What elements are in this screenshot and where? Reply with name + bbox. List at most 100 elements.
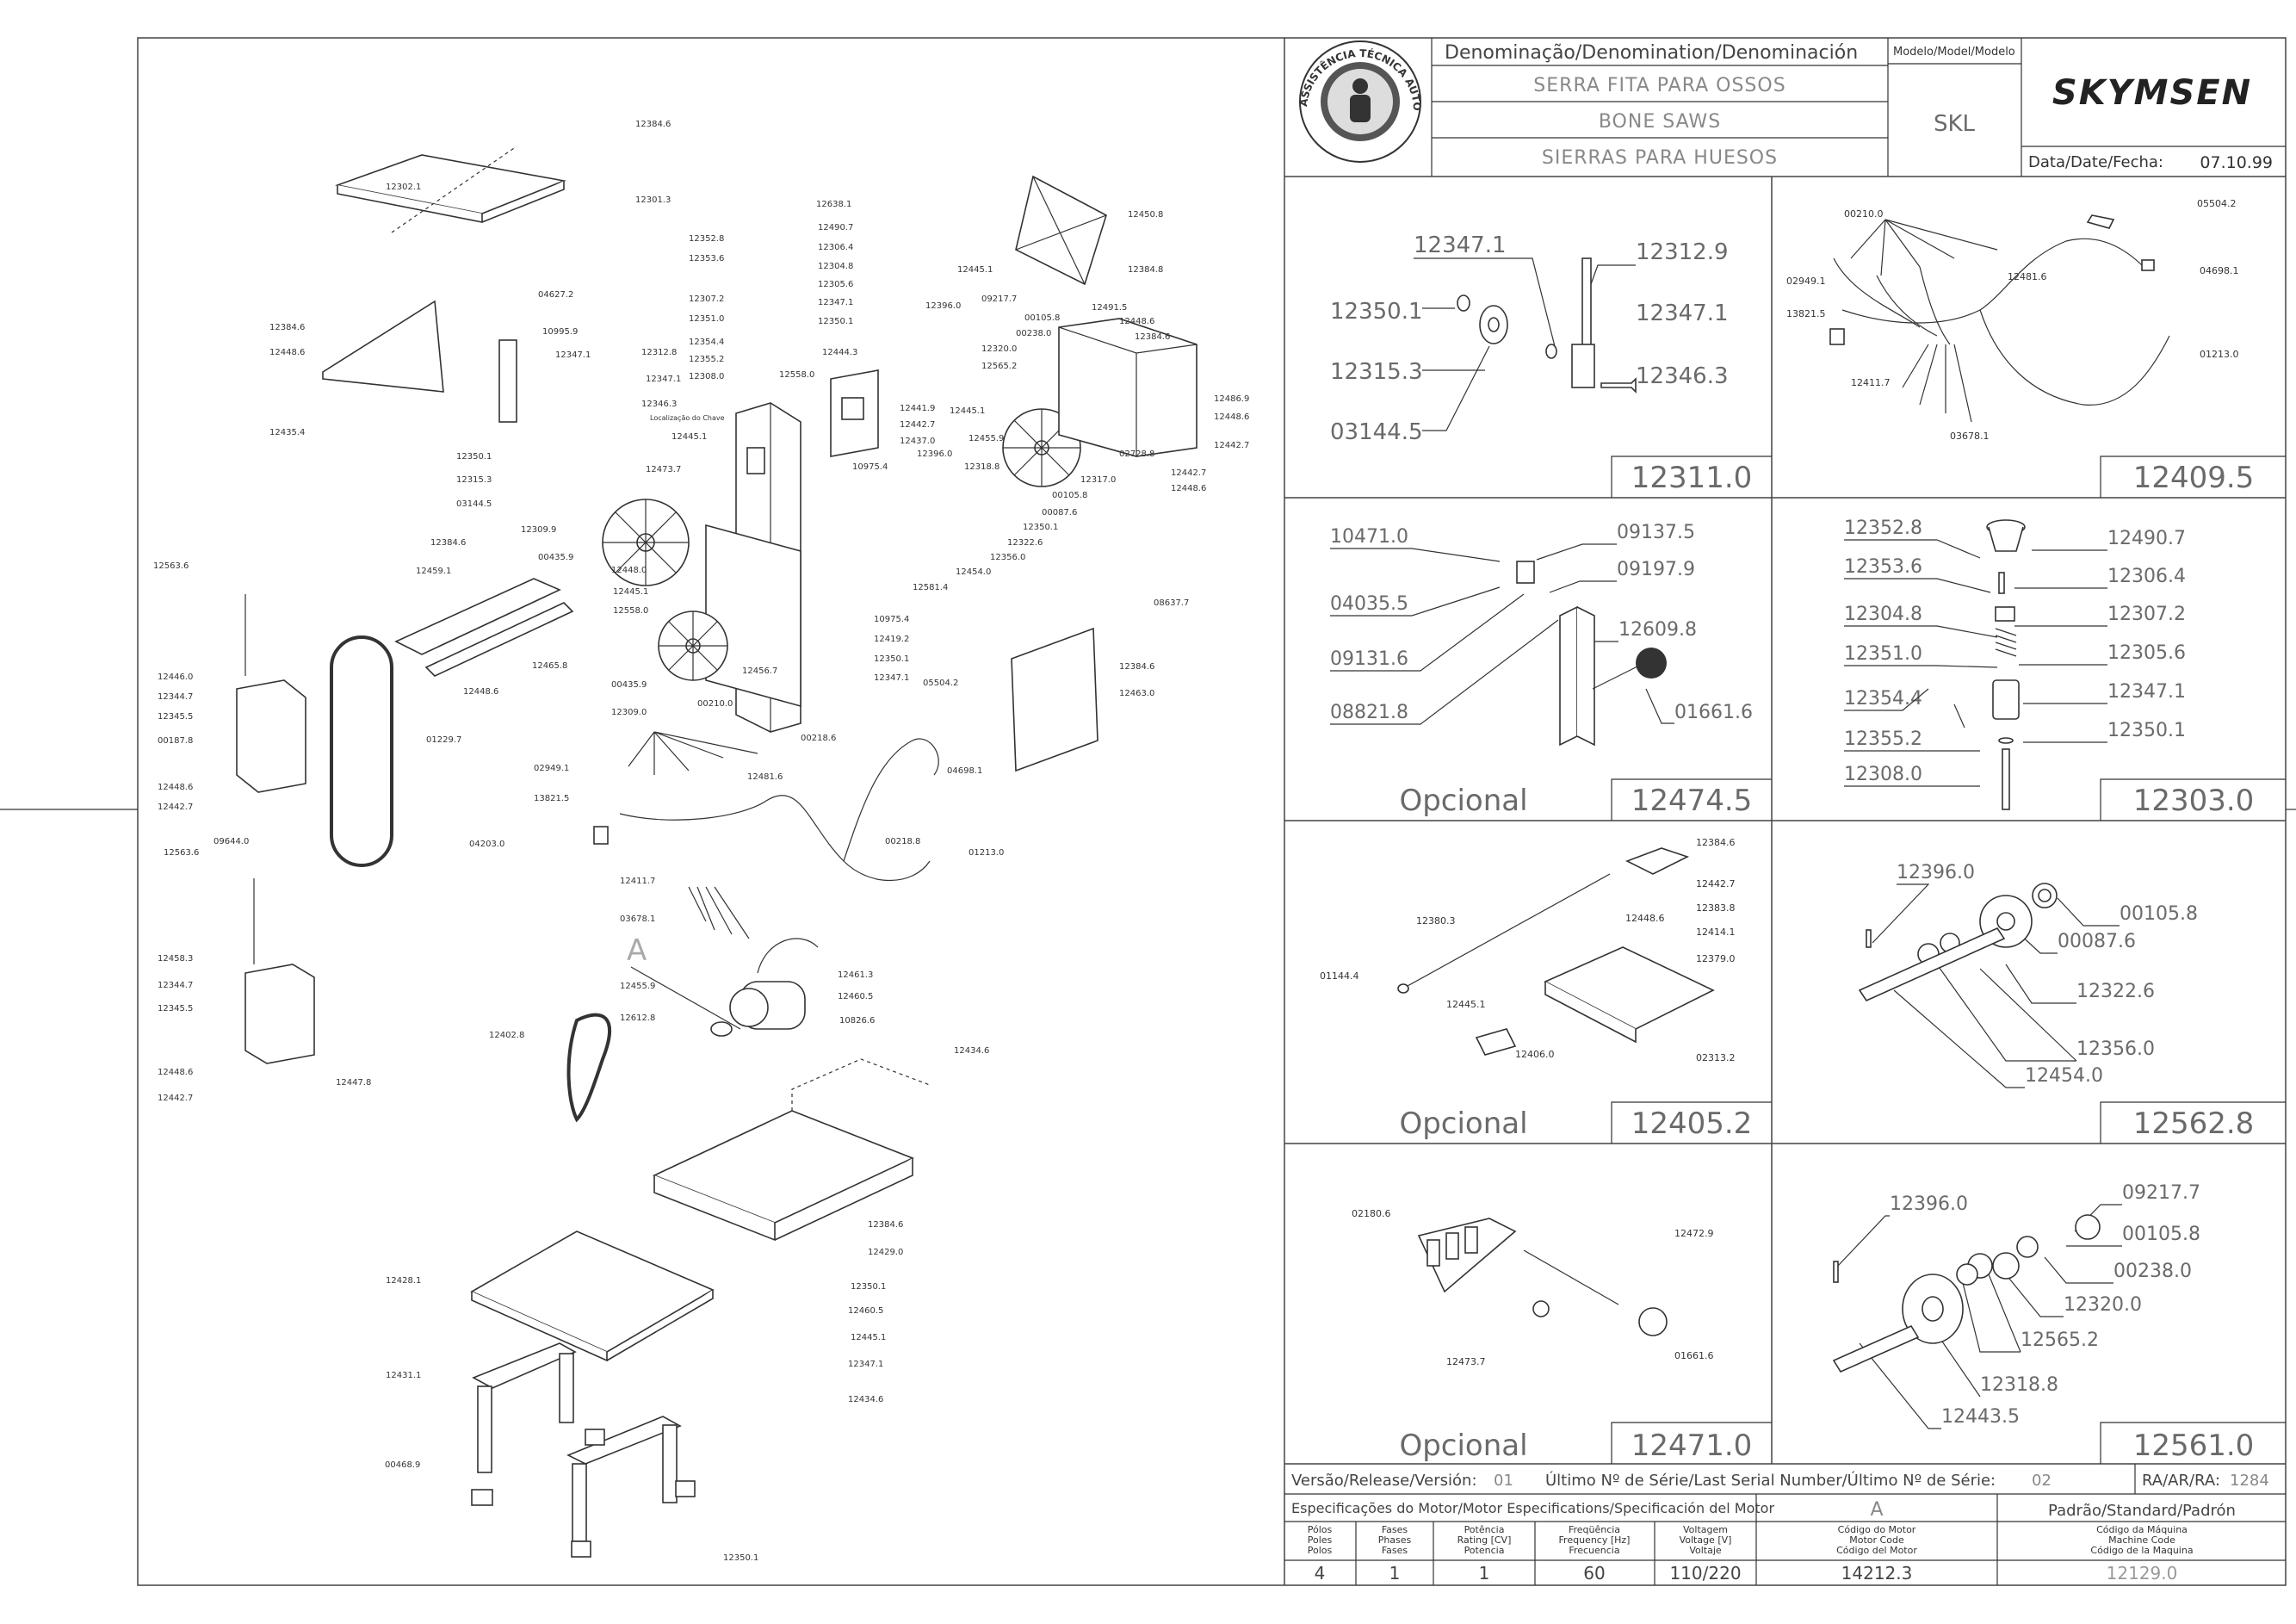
svg-text:10975.4: 10975.4 <box>874 615 909 624</box>
svg-text:00435.9: 00435.9 <box>611 680 647 690</box>
svg-text:12448.6: 12448.6 <box>1625 913 1665 924</box>
svg-text:12346.3: 12346.3 <box>1636 363 1729 389</box>
svg-text:12355.2: 12355.2 <box>689 355 724 364</box>
svg-text:12472.9: 12472.9 <box>1674 1228 1714 1239</box>
svg-text:00105.8: 00105.8 <box>2120 903 2198 925</box>
svg-text:12446.0: 12446.0 <box>158 673 193 682</box>
svg-text:12347.1: 12347.1 <box>818 298 853 307</box>
svg-text:12306.4: 12306.4 <box>818 243 853 252</box>
serial-value: 02 <box>2032 1472 2052 1490</box>
svg-text:01661.6: 01661.6 <box>1674 702 1753 723</box>
svg-text:Fases: Fases <box>1382 1524 1408 1535</box>
svg-text:12444.3: 12444.3 <box>822 348 857 357</box>
svg-text:01229.7: 01229.7 <box>426 735 461 745</box>
svg-text:Opcional: Opcional <box>1399 1106 1527 1141</box>
svg-text:12456.7: 12456.7 <box>742 666 777 676</box>
svg-text:00218.6: 00218.6 <box>801 734 836 743</box>
svg-text:04698.1: 04698.1 <box>947 766 982 776</box>
skymsen-logo: SKYMSEN <box>2052 73 2250 113</box>
svg-text:00238.0: 00238.0 <box>1016 329 1051 338</box>
svg-text:Opcional: Opcional <box>1399 1429 1527 1463</box>
svg-text:04627.2: 04627.2 <box>538 290 573 300</box>
rating-value: 1 <box>1479 1563 1490 1584</box>
svg-text:12562.8: 12562.8 <box>2133 1106 2255 1141</box>
svg-text:ASSISTÊNCIA TÉCNICA AUTORIZADA: ASSISTÊNCIA TÉCNICA AUTORIZADA <box>0 0 1423 111</box>
svg-text:12396.0: 12396.0 <box>925 301 961 311</box>
svg-text:10995.9: 10995.9 <box>542 327 578 337</box>
panel-code: 12311.0 <box>1631 461 1753 495</box>
svg-text:13821.5: 13821.5 <box>534 794 569 803</box>
svg-text:12448.6: 12448.6 <box>463 687 498 697</box>
svg-text:03678.1: 03678.1 <box>1950 431 1990 442</box>
svg-text:12347.1: 12347.1 <box>874 673 909 683</box>
svg-text:Frequency [Hz]: Frequency [Hz] <box>1559 1534 1631 1546</box>
svg-text:12309.0: 12309.0 <box>611 708 647 717</box>
svg-text:12350.1: 12350.1 <box>818 317 853 326</box>
svg-text:03678.1: 03678.1 <box>620 914 655 924</box>
svg-text:12448.6: 12448.6 <box>269 348 305 357</box>
svg-text:12454.0: 12454.0 <box>2025 1065 2103 1087</box>
svg-text:12304.8: 12304.8 <box>1844 604 1922 625</box>
svg-text:12384.8: 12384.8 <box>1128 265 1163 275</box>
svg-text:12442.7: 12442.7 <box>158 803 193 812</box>
svg-text:12305.6: 12305.6 <box>818 280 853 289</box>
svg-text:12419.2: 12419.2 <box>874 635 909 644</box>
svg-text:12318.8: 12318.8 <box>964 462 999 472</box>
svg-text:12384.6: 12384.6 <box>430 538 466 548</box>
svg-text:12448.6: 12448.6 <box>1119 317 1154 326</box>
svg-text:12396.0: 12396.0 <box>1890 1193 1968 1215</box>
svg-text:12442.7: 12442.7 <box>1696 878 1736 889</box>
svg-text:12351.0: 12351.0 <box>1844 643 1922 665</box>
svg-text:12460.5: 12460.5 <box>848 1306 883 1316</box>
model-value: SKL <box>1934 111 1976 137</box>
svg-text:12460.5: 12460.5 <box>838 992 873 1001</box>
svg-text:12441.9: 12441.9 <box>900 404 935 413</box>
svg-text:12347.1: 12347.1 <box>1636 301 1729 326</box>
svg-text:12609.8: 12609.8 <box>1618 619 1697 641</box>
svg-text:08637.7: 08637.7 <box>1154 598 1189 608</box>
svg-text:Código del Motor: Código del Motor <box>1836 1545 1917 1556</box>
svg-text:12442.7: 12442.7 <box>158 1094 193 1103</box>
svg-text:12379.0: 12379.0 <box>1696 953 1736 964</box>
svg-text:12434.6: 12434.6 <box>954 1046 989 1056</box>
svg-text:12445.1: 12445.1 <box>613 587 648 597</box>
svg-text:12638.1: 12638.1 <box>816 200 851 209</box>
panel-12303: 12303.0 12352.8 12490.7 12353.6 12306.4 … <box>1844 518 2254 818</box>
svg-text:12301.3: 12301.3 <box>635 195 671 205</box>
svg-text:12396.0: 12396.0 <box>1897 862 1975 883</box>
date-label: Data/Date/Fecha: <box>2028 153 2163 171</box>
svg-text:12448.6: 12448.6 <box>158 783 193 792</box>
svg-text:12561.0: 12561.0 <box>2133 1429 2255 1463</box>
svg-text:12344.7: 12344.7 <box>158 981 193 990</box>
svg-text:12473.7: 12473.7 <box>646 465 681 474</box>
svg-text:12347.1: 12347.1 <box>848 1360 883 1369</box>
svg-text:Código da Máquina: Código da Máquina <box>2096 1524 2188 1535</box>
svg-text:Motor Code: Motor Code <box>1849 1534 1904 1546</box>
svg-text:12307.2: 12307.2 <box>689 294 724 304</box>
panel-12561: 12561.0 12396.0 09217.7 00105.8 00238.0 … <box>1832 1182 2255 1463</box>
svg-text:12353.6: 12353.6 <box>1844 556 1922 578</box>
svg-text:12347.1: 12347.1 <box>555 350 591 360</box>
svg-text:12473.7: 12473.7 <box>1446 1356 1486 1367</box>
svg-text:04203.0: 04203.0 <box>469 840 504 849</box>
svg-text:12307.2: 12307.2 <box>2107 604 2186 625</box>
svg-text:12448.6: 12448.6 <box>1171 484 1206 493</box>
svg-text:12320.0: 12320.0 <box>2064 1294 2142 1316</box>
ra-label: RA/AR/RA: <box>2142 1472 2220 1490</box>
svg-text:01661.6: 01661.6 <box>1674 1350 1714 1361</box>
svg-text:12445.1: 12445.1 <box>851 1333 886 1342</box>
svg-text:00087.6: 00087.6 <box>2058 931 2136 952</box>
svg-text:12565.2: 12565.2 <box>981 362 1017 371</box>
svg-text:12481.6: 12481.6 <box>747 772 783 782</box>
svg-text:00105.8: 00105.8 <box>1052 491 1087 500</box>
svg-text:12353.6: 12353.6 <box>689 254 724 263</box>
svg-text:Voltage [V]: Voltage [V] <box>1680 1534 1732 1546</box>
svg-text:12305.6: 12305.6 <box>2107 642 2186 664</box>
svg-text:12345.5: 12345.5 <box>158 712 193 722</box>
version-label: Versão/Release/Versión: <box>1291 1472 1477 1490</box>
svg-text:12471.0: 12471.0 <box>1631 1429 1753 1463</box>
svg-text:12322.6: 12322.6 <box>2076 981 2155 1002</box>
svg-text:12447.8: 12447.8 <box>336 1078 371 1088</box>
svg-text:12352.8: 12352.8 <box>689 234 724 244</box>
svg-text:12442.7: 12442.7 <box>1214 441 1249 450</box>
